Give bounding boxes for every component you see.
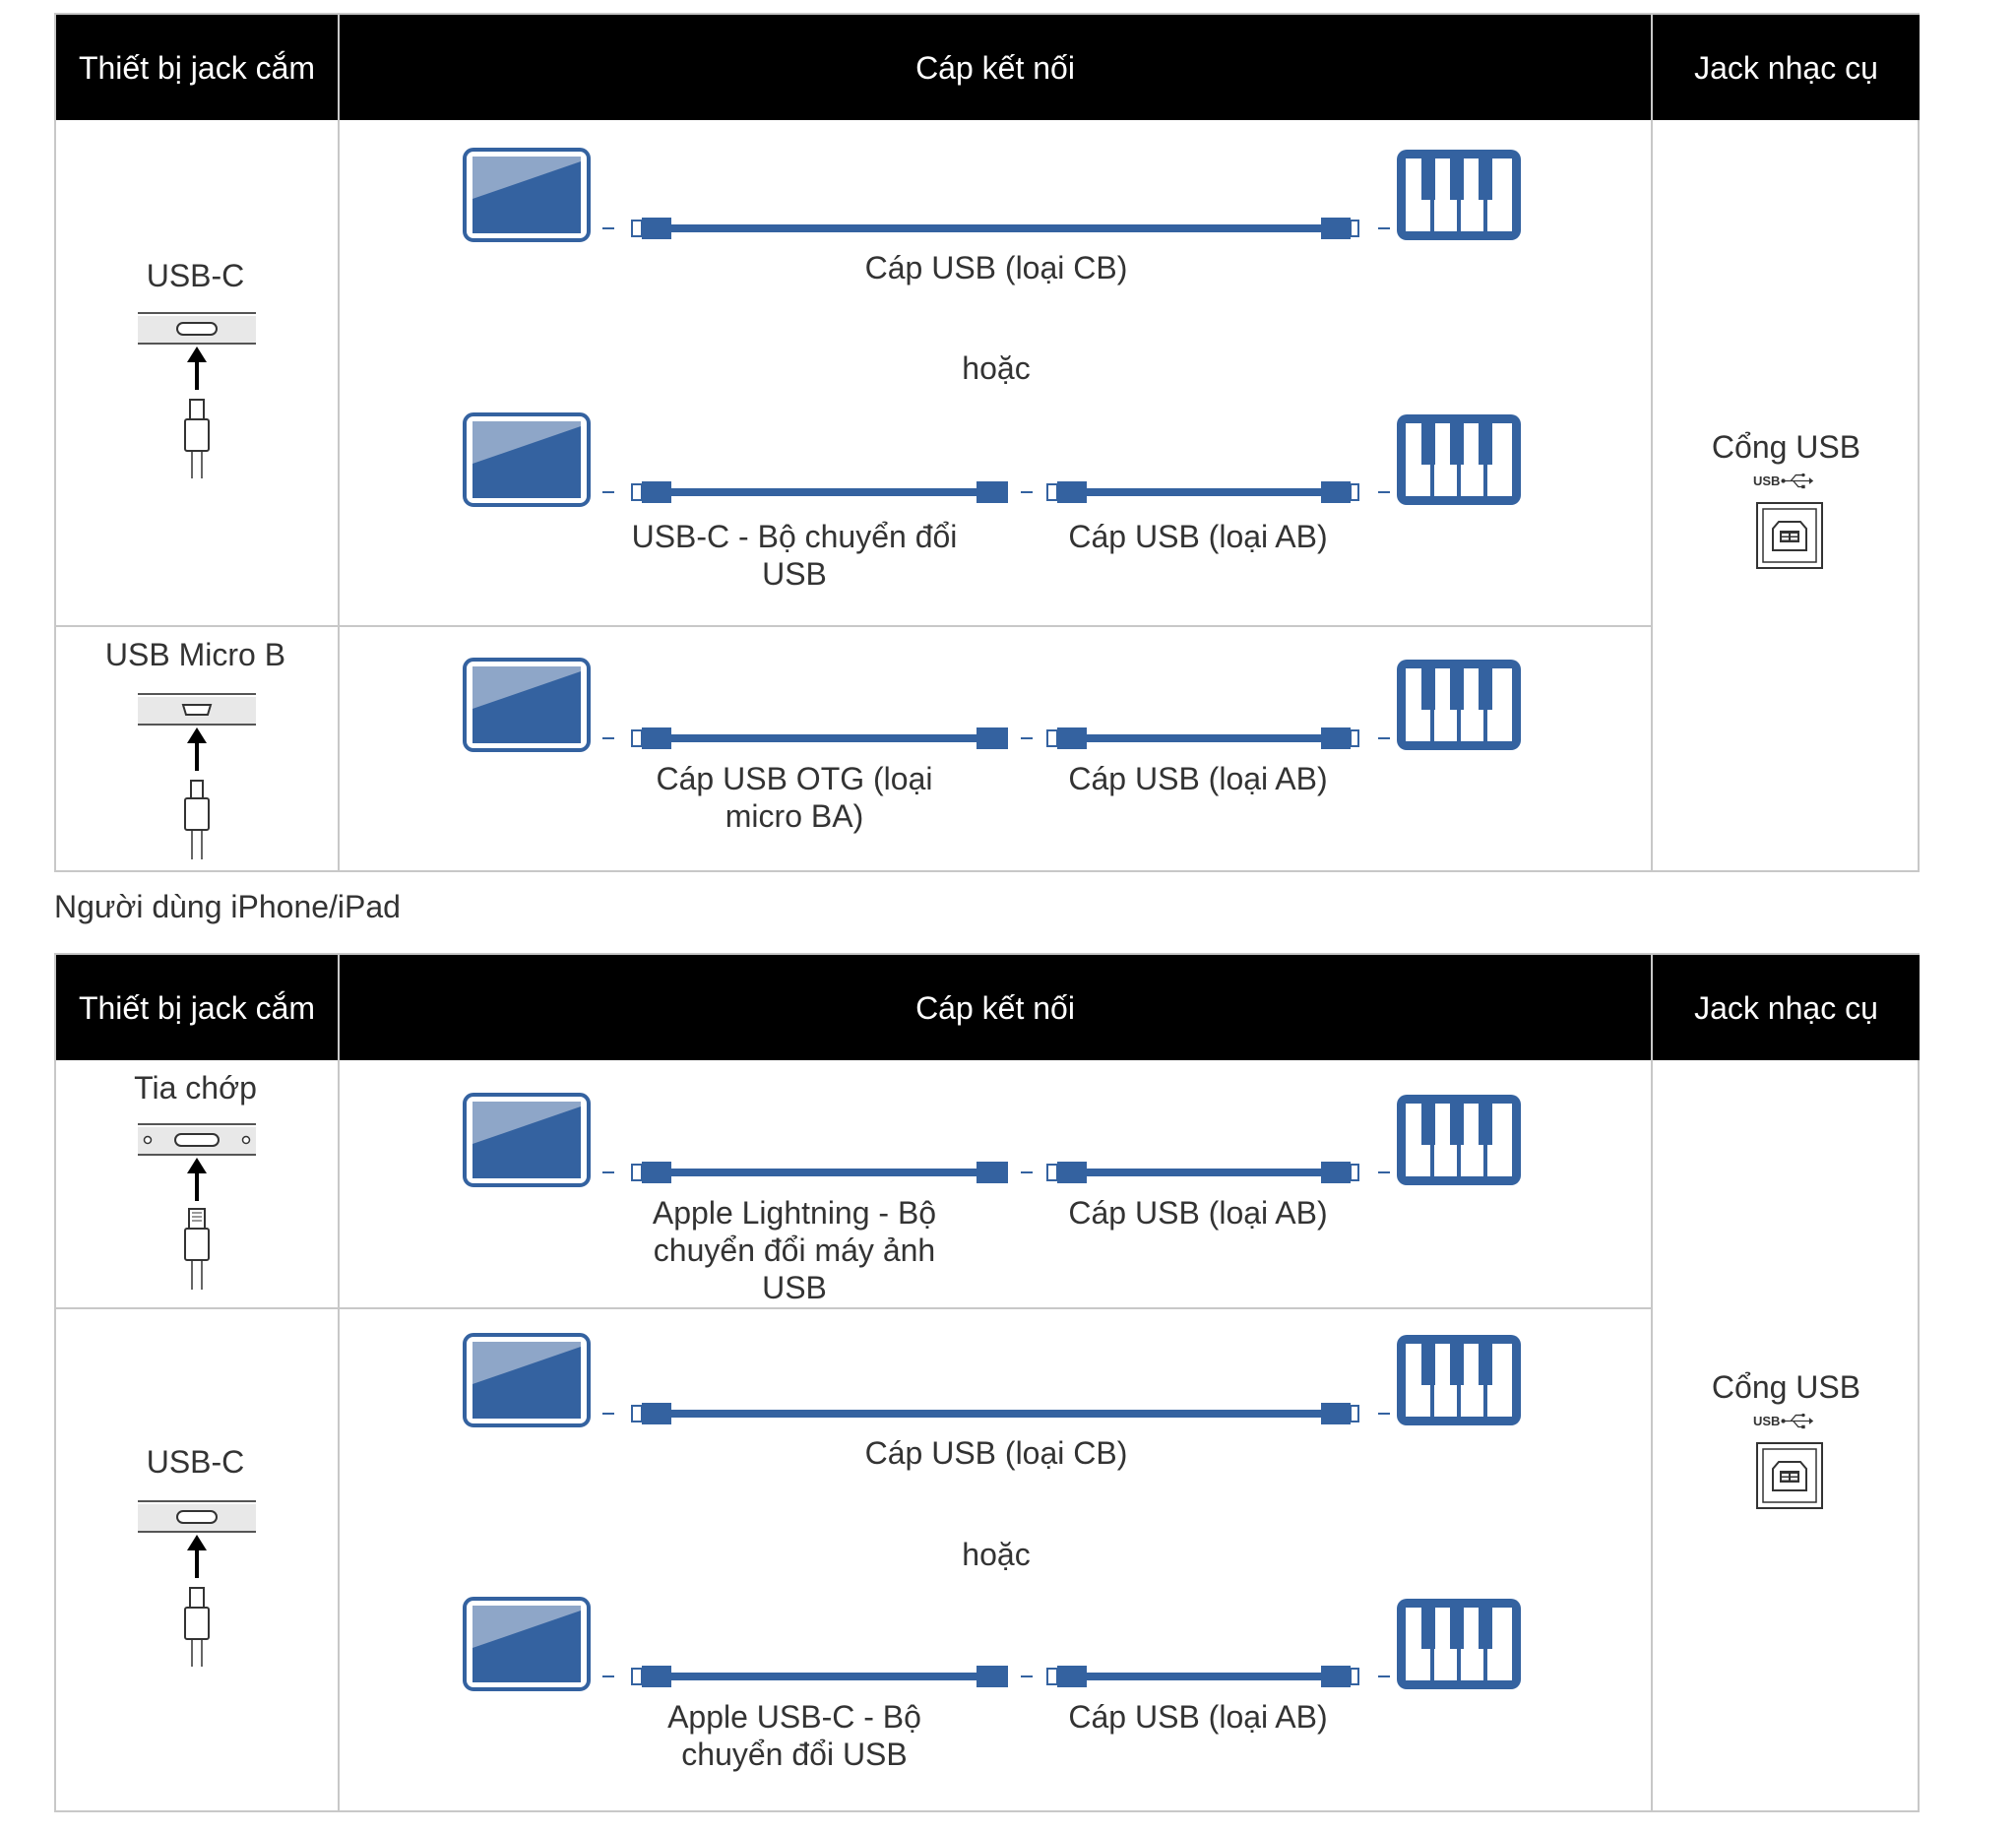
row-divider: [56, 1307, 1651, 1309]
usb-cable-icon: [602, 1399, 1390, 1428]
tablet-icon: [463, 1333, 591, 1427]
tablet-icon: [463, 148, 591, 242]
usb-b-port-icon: [1755, 1441, 1824, 1510]
divider: [338, 15, 340, 872]
tablet-icon: [463, 658, 591, 752]
device-label-usbc: USB-C: [146, 258, 245, 293]
adapter-cable-icon: [602, 477, 1390, 507]
usb-mark: USB: [1753, 474, 1781, 488]
otg-cable-icon: [602, 724, 1390, 753]
tablet-icon: [463, 1597, 591, 1691]
lightning-port-icon: [138, 1122, 256, 1290]
adapter-label: USB-C - Bộ chuyển đổi USB: [631, 519, 958, 592]
cable-label: Cáp USB (loại AB): [1068, 761, 1328, 796]
instrument-port-label: Cổng USB: [1711, 429, 1861, 465]
device-label-usbc: USB-C: [146, 1444, 245, 1480]
header-device: Thiết bị jack cắm: [56, 15, 338, 120]
usb-b-port-icon: [1755, 501, 1824, 570]
device-label-micro-b: USB Micro B: [104, 637, 286, 672]
piano-icon: [1395, 658, 1523, 752]
cable-label: Cáp USB (loại CB): [864, 250, 1128, 285]
usb-cable-icon: [602, 214, 1390, 243]
header-instrument: Jack nhạc cụ: [1653, 955, 1920, 1060]
header-instrument: Jack nhạc cụ: [1653, 15, 1920, 120]
or-label: hoặc: [962, 350, 1031, 386]
row-divider: [56, 625, 1651, 627]
lightning-adapter-cable-icon: [602, 1158, 1390, 1187]
usb-mark: USB: [1753, 1414, 1781, 1428]
piano-icon: [1395, 148, 1523, 242]
piano-icon: [1395, 1333, 1523, 1427]
connection-table-2: Thiết bị jack cắm Cáp kết nối Jack nhạc …: [54, 953, 1920, 1812]
tablet-icon: [463, 1093, 591, 1187]
cable-label: Cáp USB (loại AB): [1068, 519, 1328, 554]
divider: [1651, 955, 1653, 1812]
lightning-adapter-label: Apple Lightning - Bộ chuyển đổi máy ảnh …: [652, 1195, 937, 1305]
piano-icon: [1395, 412, 1523, 507]
cable-label: Cáp USB (loại AB): [1068, 1699, 1328, 1735]
header-cable: Cáp kết nối: [340, 955, 1651, 1060]
piano-icon: [1395, 1597, 1523, 1691]
device-label-lightning: Tia chớp: [134, 1070, 257, 1106]
micro-usb-port-icon: [138, 692, 256, 859]
usbc-adapter-cable-icon: [602, 1662, 1390, 1691]
cable-label: Cáp USB (loại CB): [864, 1435, 1128, 1471]
usbc-port-icon: [138, 311, 256, 478]
header-device: Thiết bị jack cắm: [56, 955, 338, 1060]
piano-icon: [1395, 1093, 1523, 1187]
tablet-icon: [463, 412, 591, 507]
or-label: hoặc: [962, 1537, 1031, 1572]
otg-label: Cáp USB OTG (loại micro BA): [656, 761, 933, 834]
divider: [338, 955, 340, 1812]
connection-table-1: Thiết bị jack cắm Cáp kết nối Jack nhạc …: [54, 13, 1920, 872]
usbc-port-icon: [138, 1499, 256, 1667]
usb-trident-icon: [1781, 1413, 1814, 1429]
cable-label: Cáp USB (loại AB): [1068, 1195, 1328, 1231]
usb-trident-icon: [1781, 473, 1814, 489]
header-cable: Cáp kết nối: [340, 15, 1651, 120]
section-title: Người dùng iPhone/iPad: [54, 889, 401, 924]
usbc-adapter-label: Apple USB-C - Bộ chuyển đổi USB: [667, 1699, 921, 1772]
divider: [1651, 15, 1653, 872]
instrument-port-label: Cổng USB: [1711, 1369, 1861, 1405]
